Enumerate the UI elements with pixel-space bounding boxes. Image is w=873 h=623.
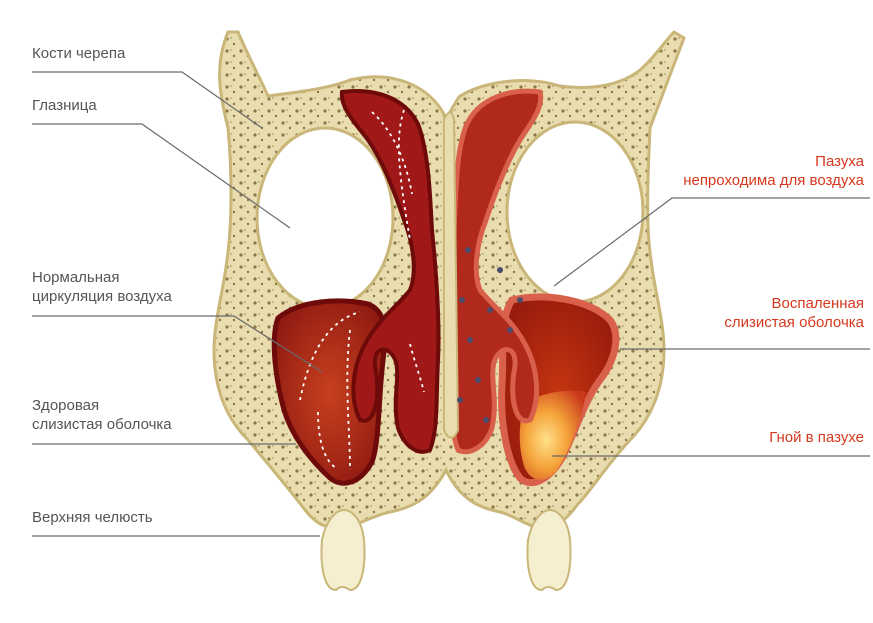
label-orbit: Глазница [32,96,97,115]
label-healthy-mucosa: Здоровая слизистая оболочка [32,396,172,434]
label-pus-in-sinus: Гной в пазухе [769,428,864,447]
label-skull-bones: Кости черепа [32,44,125,63]
label-inflamed-mucosa: Воспаленная слизистая оболочка [724,294,864,332]
label-upper-jaw: Верхняя челюсть [32,508,153,527]
orbit-left [257,128,393,308]
label-sinus-blocked: Пазуха непроходима для воздуха [683,152,864,190]
tooth-left [322,510,365,590]
orbit-right [507,122,643,302]
tooth-right [528,510,571,590]
label-normal-air-circulation: Нормальная циркуляция воздуха [32,268,172,306]
